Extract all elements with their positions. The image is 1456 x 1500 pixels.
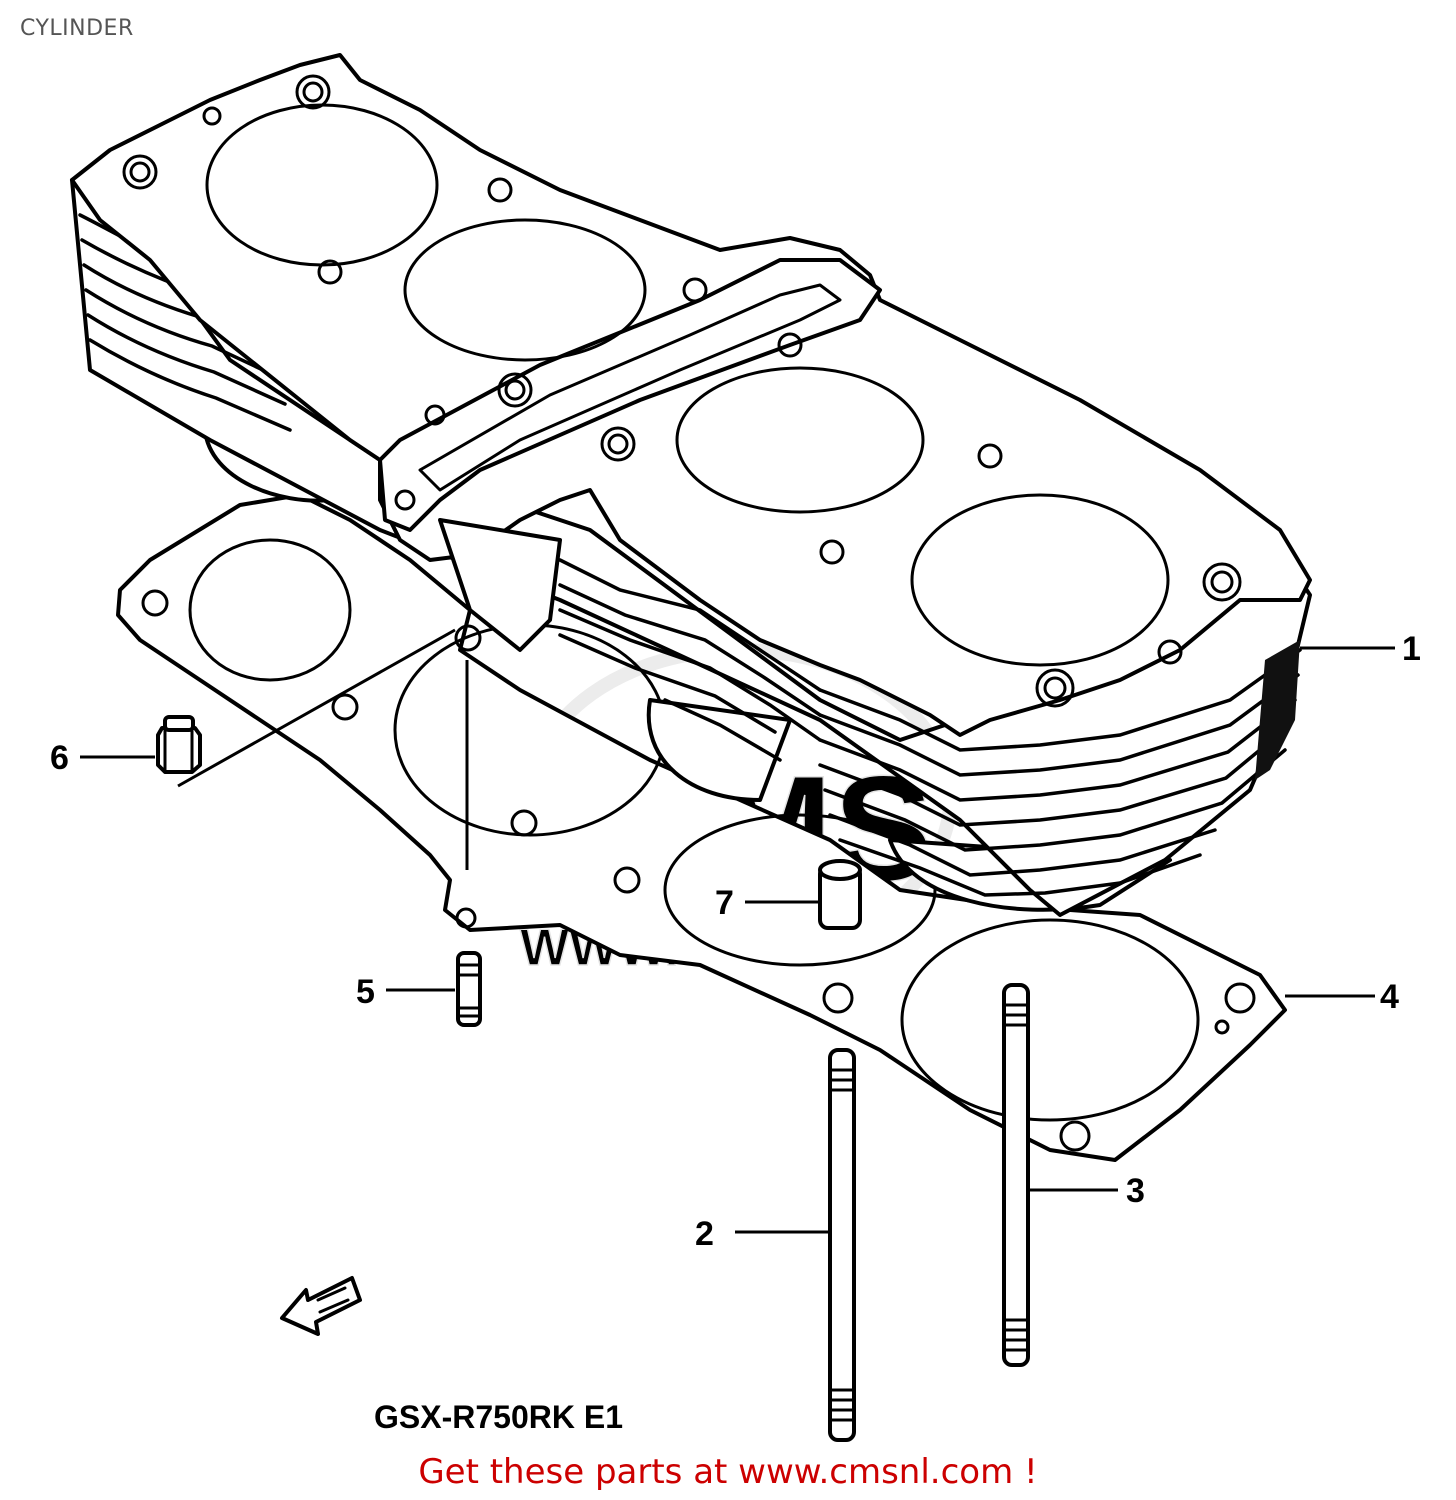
callout-6: 6 xyxy=(50,739,69,777)
callout-4: 4 xyxy=(1380,978,1399,1016)
model-code: GSX-R750RK E1 xyxy=(374,1399,623,1435)
callout-3: 3 xyxy=(1126,1172,1145,1210)
stud-3 xyxy=(1002,983,1030,1367)
callout-2: 2 xyxy=(695,1215,714,1253)
page-title: CYLINDER xyxy=(20,16,134,41)
cooling-fins xyxy=(78,213,1302,897)
stud-2 xyxy=(828,1048,856,1442)
leader-lines xyxy=(80,628,1395,1234)
callout-5: 5 xyxy=(356,973,375,1011)
callout-7: 7 xyxy=(715,884,734,922)
callout-numbers: 1 2 3 4 5 6 7 xyxy=(50,630,1421,1253)
front-direction-arrow-icon xyxy=(280,1276,362,1336)
cta-banner[interactable]: Get these parts at www.cmsnl.com ! xyxy=(418,1452,1038,1492)
nut xyxy=(156,715,202,774)
callout-1: 1 xyxy=(1402,630,1421,668)
stud-5 xyxy=(456,951,482,1027)
cylinder-block xyxy=(70,53,1312,917)
bolt-holes xyxy=(122,74,1242,708)
dowel-pin xyxy=(818,859,862,930)
